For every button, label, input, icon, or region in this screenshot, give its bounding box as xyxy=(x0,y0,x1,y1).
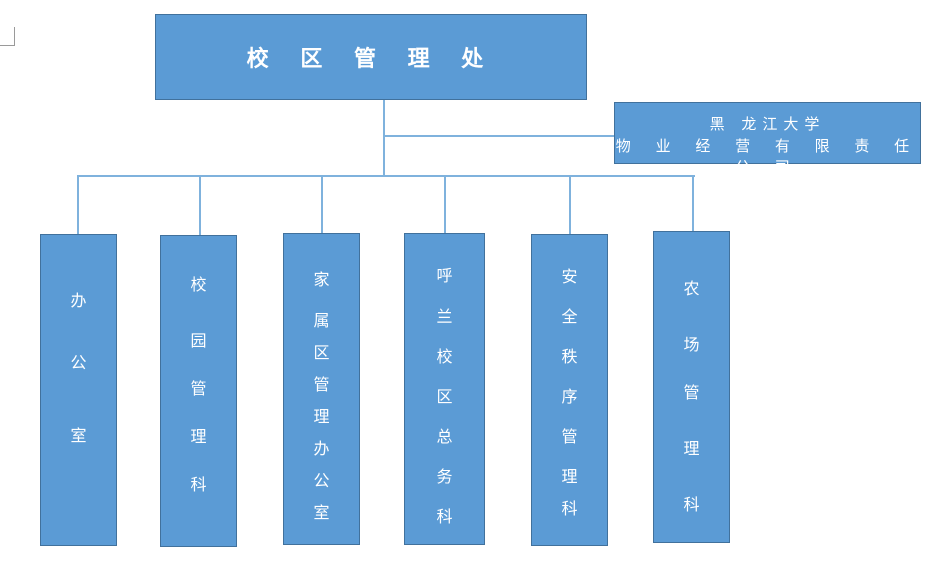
node-dept-farm-management: 农 场 管 理 科 xyxy=(653,231,730,543)
dept-char: 校 xyxy=(190,275,207,294)
dept-char: 科 xyxy=(190,475,207,494)
dept-char: 务 xyxy=(436,467,453,486)
node-property-company-line2: 物 业 经 营 有 限 责 任 公 司 xyxy=(615,137,920,176)
dept-char: 理 xyxy=(313,407,330,426)
dept-char: 属 xyxy=(313,311,330,330)
node-property-company: 黑 龙江大学 物 业 经 营 有 限 责 任 公 司 xyxy=(614,102,921,176)
node-campus-management-office: 校 区 管 理 处 xyxy=(155,14,587,100)
dept-char: 农 xyxy=(683,279,700,298)
dept-char: 区 xyxy=(436,387,453,406)
dept-char: 公 xyxy=(313,471,330,490)
dept-char: 秩 xyxy=(561,347,578,366)
dept-char: 管 xyxy=(561,427,578,446)
node-dept-campus-management: 校 园 管 理 科 xyxy=(160,235,237,547)
dept-char: 呼 xyxy=(436,266,453,285)
dept-char: 场 xyxy=(683,335,700,354)
connector-side-branch xyxy=(385,135,614,137)
dept-char: 安 xyxy=(561,267,578,286)
connector-bus xyxy=(77,175,695,177)
node-dept-security-order: 安 全 秩 序 管 理 科 xyxy=(531,234,608,546)
dept-char: 全 xyxy=(561,307,578,326)
dept-char: 序 xyxy=(561,387,578,406)
dept-char: 管 xyxy=(313,375,330,394)
connector-drop-4 xyxy=(444,175,446,234)
dept-char: 区 xyxy=(313,343,330,362)
dept-char: 理 xyxy=(683,439,700,458)
dept-char: 科 xyxy=(561,499,578,518)
connector-drop-1 xyxy=(77,175,79,235)
connector-drop-3 xyxy=(321,175,323,234)
dept-char: 公 xyxy=(70,353,87,372)
dept-char: 管 xyxy=(190,379,207,398)
page-corner-mark xyxy=(0,27,15,46)
dept-char: 办 xyxy=(70,291,87,310)
connector-drop-6 xyxy=(692,175,694,232)
dept-char: 家 xyxy=(313,270,330,289)
node-dept-family-area-office: 家 属 区 管 理 办 公 室 xyxy=(283,233,360,545)
dept-char: 室 xyxy=(313,503,330,522)
dept-char: 理 xyxy=(561,467,578,486)
dept-char: 校 xyxy=(436,347,453,366)
dept-char: 科 xyxy=(683,495,700,514)
node-property-company-line1: 黑 龙江大学 xyxy=(709,115,826,133)
dept-char: 办 xyxy=(313,439,330,458)
dept-char: 室 xyxy=(70,426,87,445)
connector-trunk xyxy=(383,100,385,176)
node-campus-management-office-label: 校 区 管 理 处 xyxy=(246,47,496,72)
connector-drop-5 xyxy=(569,175,571,235)
dept-char: 科 xyxy=(436,507,453,526)
dept-char: 园 xyxy=(190,331,207,350)
connector-drop-2 xyxy=(199,175,201,236)
node-dept-hulan-campus: 呼 兰 校 区 总 务 科 xyxy=(404,233,485,545)
dept-char: 理 xyxy=(190,427,207,446)
dept-char: 兰 xyxy=(436,307,453,326)
dept-char: 总 xyxy=(436,427,453,446)
dept-char: 管 xyxy=(683,383,700,402)
node-dept-office: 办 公 室 xyxy=(40,234,117,546)
